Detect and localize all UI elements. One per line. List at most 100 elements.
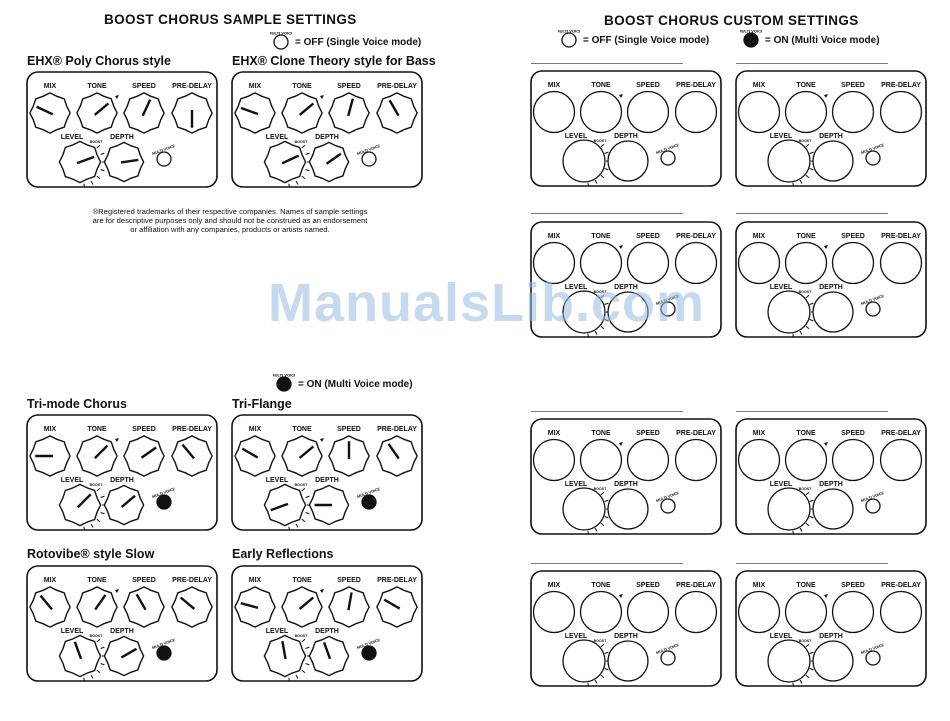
tone-knob-label: TONE [87, 83, 107, 90]
speed-knob-label: SPEED [337, 83, 361, 90]
tone-knob-label: TONE [796, 430, 816, 437]
mix-knob-label: MIX [249, 83, 262, 90]
legend-on-right-text: = ON (Multi Voice mode) [765, 34, 880, 46]
knob-pointer [298, 445, 315, 459]
level-knob [263, 140, 307, 184]
depth-knob [103, 635, 145, 677]
tone-knob [579, 438, 623, 482]
multi-voice-on-icon: MULTI VOICE [273, 374, 295, 392]
speed-knob [626, 241, 670, 285]
boost-label: BOOST [594, 139, 608, 143]
level-knob [562, 487, 606, 531]
level-knob-label: LEVEL [266, 628, 289, 635]
tone-knob [281, 586, 323, 628]
pre-delay-knob [879, 241, 923, 285]
speed-knob [626, 438, 670, 482]
boost-label: BOOST [295, 483, 309, 487]
speed-knob-label: SPEED [841, 430, 865, 437]
depth-knob-label: DEPTH [819, 481, 843, 488]
mix-knob [29, 586, 71, 628]
speed-knob-label: SPEED [636, 82, 660, 89]
boost-label: BOOST [90, 483, 104, 487]
mix-knob-label: MIX [753, 82, 766, 89]
depth-knob [308, 484, 350, 526]
boost-label: BOOST [799, 639, 813, 643]
knob-pointer [298, 596, 315, 610]
depth-knob [607, 291, 649, 333]
speed-knob-label: SPEED [841, 233, 865, 240]
level-knob-label: LEVEL [565, 633, 588, 640]
mix-knob-label: MIX [753, 582, 766, 589]
boost-scale [587, 294, 610, 338]
level-knob [767, 487, 811, 531]
sample-name: Tri-mode Chorus [27, 397, 128, 411]
boost-label: BOOST [799, 139, 813, 143]
pre-delay-knob-label: PRE-DELAY [676, 430, 716, 437]
speed-knob [123, 435, 165, 477]
pre-delay-knob-label: PRE-DELAY [676, 82, 716, 89]
pre-delay-knob [879, 438, 923, 482]
svg-text:MULTI VOICE: MULTI VOICE [270, 32, 292, 36]
mix-knob [532, 241, 576, 285]
knob-pointer [120, 647, 138, 659]
level-knob-label: LEVEL [266, 477, 289, 484]
depth-knob-label: DEPTH [614, 633, 638, 640]
tone-knob [281, 92, 323, 134]
knob-pointer [387, 443, 400, 460]
custom-name-line [736, 63, 888, 64]
speed-knob [831, 90, 875, 134]
boost-scale [587, 643, 610, 687]
boost-label: BOOST [594, 290, 608, 294]
level-knob [58, 140, 102, 184]
tone-knob [579, 90, 623, 134]
level-knob [263, 634, 307, 678]
level-knob-label: LEVEL [61, 477, 84, 484]
knob-pointer [135, 593, 147, 611]
tone-knob-label: TONE [292, 577, 312, 584]
tone-knob [76, 92, 118, 134]
speed-knob [831, 590, 875, 634]
tone-knob [784, 90, 828, 134]
custom-name-line [531, 411, 683, 412]
level-knob [562, 639, 606, 683]
tone-knob-label: TONE [591, 82, 611, 89]
custom-name-line [736, 213, 888, 214]
mix-knob-label: MIX [548, 582, 561, 589]
pre-delay-knob [376, 92, 418, 134]
knob-pointer [141, 99, 152, 117]
depth-knob [812, 640, 854, 682]
mix-knob-label: MIX [548, 82, 561, 89]
pre-delay-knob-label: PRE-DELAY [881, 82, 921, 89]
sample-name: Tri-Flange [232, 397, 292, 411]
level-knob [58, 483, 102, 527]
tone-marker [824, 442, 828, 446]
speed-knob [328, 586, 370, 628]
tone-knob [281, 435, 323, 477]
tone-knob-label: TONE [591, 430, 611, 437]
mix-knob-label: MIX [249, 577, 262, 584]
speed-knob [328, 435, 370, 477]
tone-knob-label: TONE [591, 582, 611, 589]
level-knob [58, 634, 102, 678]
speed-knob-label: SPEED [337, 426, 361, 433]
pre-delay-knob-label: PRE-DELAY [881, 582, 921, 589]
boost-scale [792, 294, 815, 338]
mix-knob [29, 92, 71, 134]
depth-knob-label: DEPTH [110, 134, 134, 141]
legend-off-text: (Single Voice mode) [326, 36, 422, 48]
mix-knob [532, 90, 576, 134]
knob-pointer [93, 102, 110, 116]
custom-name-line [531, 63, 683, 64]
boost-label: BOOST [594, 487, 608, 491]
speed-knob [626, 590, 670, 634]
tone-marker [619, 94, 623, 98]
pre-delay-knob [674, 590, 718, 634]
knob-pointer [270, 502, 289, 512]
svg-text:MULTI VOICE: MULTI VOICE [273, 374, 295, 378]
tone-knob-label: TONE [591, 233, 611, 240]
